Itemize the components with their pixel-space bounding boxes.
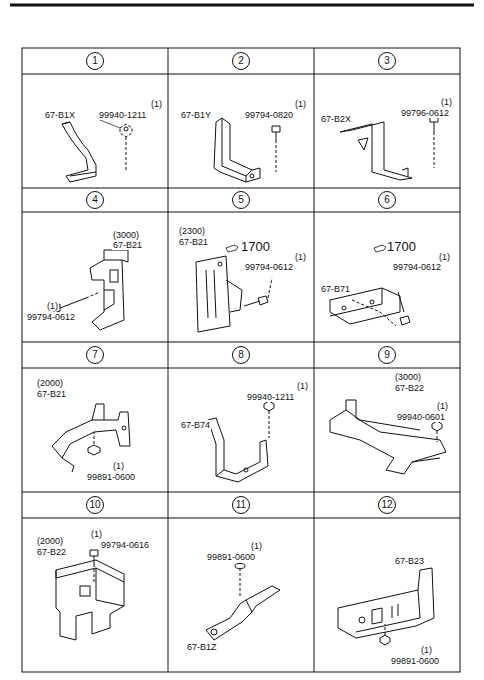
- part-label: 67-B21: [112, 240, 143, 250]
- callout-circle: 10: [86, 496, 104, 514]
- part-label: 67-B22: [36, 547, 67, 557]
- part-label: 99891-0600: [390, 656, 440, 666]
- callout-number: 2: [238, 56, 244, 66]
- part-label: 99891-0600: [86, 472, 136, 482]
- part-label: (1): [436, 401, 449, 411]
- callout-circle: 5: [232, 191, 250, 209]
- part-label: 67-B2X: [320, 114, 352, 124]
- part-label: 67-B21: [178, 237, 209, 247]
- part-label: 99794-0612: [244, 262, 294, 272]
- part-label: (1): [46, 301, 59, 311]
- callout-number: 6: [384, 195, 390, 205]
- part-label: (1): [294, 252, 307, 262]
- callout-circle: 1: [86, 52, 104, 70]
- part-label: 67-B23: [394, 556, 425, 566]
- part-label: (2300): [178, 226, 206, 236]
- callout-number: 7: [92, 350, 98, 360]
- quantity-note: 1700: [240, 240, 271, 254]
- callout-number: 1: [92, 56, 98, 66]
- part-label: (1): [296, 381, 309, 391]
- part-label: 99796-0612: [400, 108, 450, 118]
- part-label: 99794-0820: [244, 110, 294, 120]
- part-label: 67-B71: [320, 284, 351, 294]
- callout-number: 5: [238, 195, 244, 205]
- part-label: 99794-0616: [100, 540, 150, 550]
- quantity-note: 1700: [386, 240, 417, 254]
- callout-circle: 8: [232, 346, 250, 364]
- part-label: 67-B1Y: [180, 110, 212, 120]
- part-label: 99940-1211: [246, 392, 295, 402]
- part-label: 67-B1X: [44, 110, 76, 120]
- callout-number: 10: [89, 500, 100, 510]
- part-label: 99794-0612: [392, 262, 442, 272]
- part-label: (1): [420, 645, 433, 655]
- callout-circle: 2: [232, 52, 250, 70]
- part-label: 67-B21: [36, 389, 67, 399]
- part-label: (1): [150, 99, 163, 109]
- part-label: 99891-0600: [206, 552, 256, 562]
- part-label: (2000): [36, 536, 64, 546]
- callout-number: 11: [236, 500, 246, 510]
- part-label: (3000): [112, 230, 140, 240]
- part-label: (1): [112, 461, 125, 471]
- callout-circle: 4: [86, 191, 104, 209]
- callout-circle: 3: [378, 52, 396, 70]
- part-label: 67-B74: [180, 420, 211, 430]
- callout-circle: 6: [378, 191, 396, 209]
- callout-circle: 9: [378, 346, 396, 364]
- part-label: (1): [438, 252, 451, 262]
- part-label: 67-B22: [394, 383, 425, 393]
- callout-circle: 11: [232, 496, 250, 514]
- part-label: (1): [90, 529, 103, 539]
- part-label: (1): [294, 99, 307, 109]
- part-label: 99794-0612: [26, 312, 76, 322]
- part-label: 99940-1211: [98, 110, 147, 120]
- part-label: (2000): [36, 378, 64, 388]
- part-label: 99940-0601: [396, 412, 446, 422]
- part-label: (3000): [394, 372, 422, 382]
- callout-number: 8: [238, 350, 244, 360]
- callout-circle: 12: [378, 496, 396, 514]
- callout-number: 4: [92, 195, 98, 205]
- part-label: (1): [250, 541, 263, 551]
- callout-number: 3: [384, 56, 390, 66]
- part-label: 67-B1Z: [186, 642, 218, 652]
- callout-circle: 7: [86, 346, 104, 364]
- part-label: (1): [440, 97, 453, 107]
- callout-number: 9: [384, 350, 390, 360]
- callout-number: 12: [381, 500, 392, 510]
